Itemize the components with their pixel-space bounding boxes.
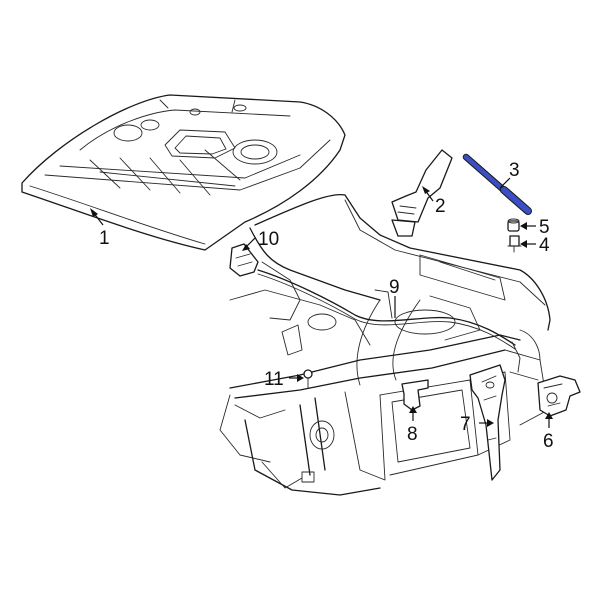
hood-latch — [537, 375, 581, 417]
callout-3: 3 — [509, 160, 520, 181]
callout-8: 8 — [407, 424, 418, 445]
callout-leaders — [90, 177, 553, 428]
stud-bracket — [507, 218, 520, 232]
hood-lift-support — [462, 153, 532, 215]
callout-6: 6 — [543, 431, 554, 452]
callout-11: 11 — [264, 369, 284, 390]
ball-stud — [507, 235, 522, 253]
callout-labels: 1 2 3 4 5 6 7 8 9 10 11 — [99, 160, 554, 452]
hood-hinge — [391, 149, 453, 237]
callout-10: 10 — [258, 229, 279, 250]
callout-7: 7 — [460, 414, 471, 435]
support-bracket — [401, 379, 429, 411]
release-handle — [229, 243, 259, 277]
bolt — [303, 369, 313, 389]
vehicle-front-structure — [219, 193, 551, 496]
callout-5: 5 — [539, 217, 550, 238]
callout-9: 9 — [389, 277, 400, 298]
hood-panel — [21, 94, 346, 251]
callout-4: 4 — [539, 235, 550, 256]
callout-2: 2 — [435, 196, 446, 217]
callout-1: 1 — [99, 228, 110, 249]
